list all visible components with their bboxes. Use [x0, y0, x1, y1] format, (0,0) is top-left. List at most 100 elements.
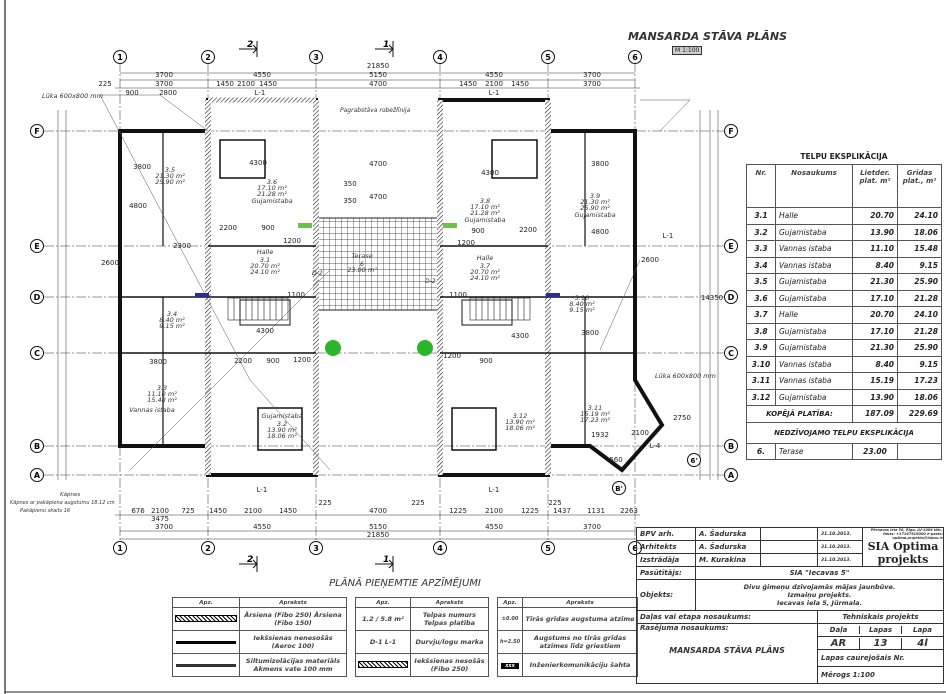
room-name: Gujamistaba — [574, 211, 615, 219]
dimension-label: 2100 — [244, 507, 262, 515]
cell: 3.7 — [746, 306, 776, 324]
dimension-label: 3800 — [581, 329, 599, 337]
axis-label: B — [728, 442, 734, 451]
axis-label: 3 — [313, 53, 319, 62]
axis-label: C — [728, 349, 734, 358]
cell: Vannas istaba — [775, 240, 853, 258]
height-mark-symbol: h=2.50 — [496, 630, 524, 654]
pages: 13 — [859, 637, 901, 649]
dimension-label: 2263 — [620, 507, 638, 515]
legend-desc: Telpas numurs Telpas platība — [410, 607, 489, 631]
part-label: Daļa — [829, 626, 848, 634]
cell: 6. — [746, 442, 776, 460]
room-name: Gujamistaba — [251, 197, 292, 205]
room-number: 3.8 — [480, 197, 490, 205]
company-contact: Pērnavas iela 56, Rīga, LV-1009 tālr., f… — [870, 528, 943, 540]
cell: 3.9 — [746, 339, 776, 357]
axis-bubble-3: 3 — [309, 541, 323, 555]
axis-label: 2 — [205, 544, 211, 553]
cell: 3.2 — [746, 223, 776, 241]
room-area: 21.30 m² — [155, 172, 185, 180]
axis-bubble-A: A — [724, 468, 738, 482]
axis-label: 6' — [690, 457, 697, 465]
axis-label: F — [728, 127, 733, 136]
walls — [118, 97, 665, 477]
drawing-name-cell: Rasējuma nosaukums: MANSARDA STĀVA PLĀNS — [636, 623, 818, 684]
dimension-label: 4700 — [369, 80, 387, 88]
axis-circle — [724, 468, 738, 482]
room-number: 3.12 — [513, 412, 527, 420]
legend-desc: Siltumizolācijas materiāls Akmens vate 1… — [239, 653, 347, 677]
axis-label: E — [728, 242, 733, 251]
cell: 9.15 — [897, 355, 942, 373]
dimension-label: 4700 — [369, 507, 387, 515]
axis-circle — [541, 50, 555, 64]
legend-desc: Iekšsienas nenesošās (Aeroc 100) — [239, 630, 347, 654]
room-area: 13.90 m² — [267, 426, 297, 434]
room-number-symbol: 1.2 / 5.8 m² — [355, 607, 411, 631]
section-mark: 2 — [239, 555, 258, 572]
room-name: Gujamistaba — [464, 216, 505, 224]
room-area: 11.10 m² — [147, 390, 177, 398]
room-area: 8.40 m² — [159, 316, 185, 324]
door-window-mark-symbol: D-1 L-1 — [355, 630, 411, 654]
axis-label: 4 — [437, 544, 443, 553]
room-label: 3.48.40 m²9.15 m² — [159, 310, 185, 330]
dimension-label: 21850 — [367, 531, 389, 539]
axis-label: 5 — [545, 544, 551, 553]
section-label: 1 — [383, 555, 389, 565]
axis-circle — [433, 50, 447, 64]
dimension-label: 2100 — [485, 507, 503, 515]
axis-label: 6 — [632, 544, 638, 553]
dimension-label: 1932 — [591, 431, 609, 439]
stage: Tehniskais projekts — [817, 610, 944, 624]
room-area: 18.06 m² — [267, 432, 297, 440]
axis-label: F — [34, 127, 39, 136]
total-label: KOPĒJĀ PLATĪBA: — [746, 405, 853, 423]
drawing-title: MANSARDA STĀVA PLĀNS — [628, 30, 788, 43]
cell: 9.15 — [897, 256, 942, 274]
dimension-label: 1450 — [459, 80, 477, 88]
col-name: Nosaukums — [775, 164, 853, 208]
total-usable: 187.09 — [851, 405, 899, 423]
dimension-label: 2100 — [631, 429, 649, 437]
room-number: 6 — [360, 260, 364, 268]
partition-symbol — [172, 630, 240, 654]
room-area: 24.10 m² — [470, 274, 500, 282]
dimension-label: 3700 — [155, 71, 173, 79]
room-number: 3.10 — [575, 294, 589, 302]
dimension-label: 1100 — [287, 291, 305, 299]
door-mark: D-2 — [312, 270, 323, 277]
cell: 3.10 — [746, 355, 776, 373]
room-number: 3.2 — [277, 420, 287, 428]
signature-cell — [760, 540, 818, 554]
dimension-label: 4300 — [481, 169, 499, 177]
dimension-label: 350 — [343, 197, 356, 205]
dimension-label: 4550 — [253, 71, 271, 79]
axis-bubble-B: B — [30, 439, 44, 453]
axis-bubble-3: 3 — [309, 50, 323, 64]
person: A. Šadurska — [695, 527, 761, 541]
dimension-label: 350 — [343, 180, 356, 188]
axis-bubble-E: E — [30, 239, 44, 253]
axis-circle — [612, 481, 626, 495]
dimension-label: 225 — [411, 499, 424, 507]
dimension-label: 5150 — [369, 71, 387, 79]
axis-bubble-2: 2 — [201, 50, 215, 64]
axis-bubble-F: F — [30, 124, 44, 138]
hatch-note: Lūka 600x800 mm — [42, 92, 103, 100]
page: 4l — [901, 637, 943, 649]
room-area: 20.70 m² — [250, 262, 280, 270]
stairs-note: Pakāpienu skaits 16 — [20, 508, 70, 514]
section-arrow-icon — [239, 556, 258, 572]
room-number: 3.3 — [157, 384, 167, 392]
